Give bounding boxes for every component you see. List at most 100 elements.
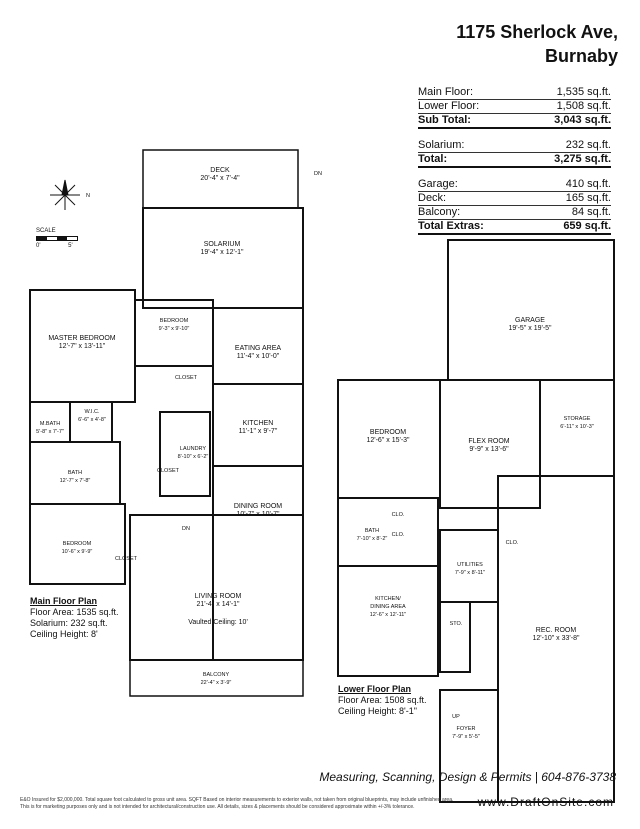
storage-small: STO. (450, 621, 463, 627)
deck-dim: 20'-4" x 7'-4" (200, 175, 240, 182)
laundry-name: LAUNDRY (180, 446, 207, 452)
area-label: Sub Total: (418, 114, 471, 126)
lower-kitchen-dim: 12'-6" x 12'-11" (370, 612, 407, 618)
living-room-note: Vaulted Ceiling: 10' (188, 619, 248, 626)
area-value: 1,508 sq.ft. (556, 100, 611, 112)
kitchen-name: KITCHEN (243, 420, 274, 427)
eating-area-dim: 11'-4" x 10'-0" (237, 353, 280, 360)
garage-dim: 19'-5" x 19'-5" (508, 325, 552, 332)
walk-in-closet-name: W.I.C. (85, 409, 100, 415)
bedroom-1-dim: 9'-3" x 9'-10" (159, 326, 190, 332)
area-value: 659 sq.ft. (563, 220, 611, 232)
bedroom-1-name: BEDROOM (160, 318, 189, 324)
area-value: 3,275 sq.ft. (554, 153, 611, 165)
stairs-down-2: DN (182, 526, 190, 532)
laundry-dim: 8'-10" x 6'-2" (178, 454, 209, 460)
area-row: Garage: 410 sq.ft. (418, 178, 611, 192)
eating-area-name: EATING AREA (235, 345, 281, 352)
balcony-dim: 22'-4" x 3'-9" (201, 680, 232, 686)
lower-bath-dim: 7'-10" x 8'-2" (357, 536, 388, 542)
north-label: N (86, 193, 90, 199)
address-line-1: 1175 Sherlock Ave, (456, 22, 618, 42)
solarium-name: SOLARIUM (204, 241, 241, 248)
area-label: Balcony: (418, 206, 461, 218)
closet-3: CLOSET (115, 556, 138, 562)
lower-bath-name: BATH (365, 528, 379, 534)
area-row: Main Floor: 1,535 sq.ft. (418, 86, 611, 100)
scale-start: 0' (36, 243, 41, 249)
lower-floor-title: Lower Floor Plan (338, 684, 412, 694)
rec-room-dim: 12'-10" x 33'-8" (533, 635, 580, 642)
lower-kitchen-name2: DINING AREA (370, 604, 406, 610)
scale-bar (36, 236, 78, 241)
stairs-down-1: DN (314, 171, 322, 177)
lower-bedroom-dim: 12'-6" x 15'-3" (366, 437, 410, 444)
footer-disclaimer: E&O Insured for $2,000,000. Total square… (20, 797, 490, 811)
deck-name: DECK (210, 167, 230, 174)
clo-1: CLO. (392, 512, 405, 518)
main-floor-ceiling: Ceiling Height: 8' (30, 629, 98, 639)
area-label: Total Extras: (418, 220, 484, 232)
bath-name: BATH (68, 470, 82, 476)
foyer-dim: 7'-9" x 5'-5" (452, 734, 480, 740)
area-summary-table: Main Floor: 1,535 sq.ft. Lower Floor: 1,508… (418, 86, 611, 235)
area-label: Main Floor: (418, 86, 474, 98)
stairs-up: UP (452, 714, 460, 720)
area-row: Sub Total: 3,043 sq.ft. (418, 114, 611, 129)
lower-floor-info: Lower Floor Plan Floor Area: 1508 sq.ft.… (338, 684, 427, 717)
area-row: Balcony: 84 sq.ft. (418, 206, 611, 220)
scale-end: 5' (68, 243, 73, 249)
area-row: Total: 3,275 sq.ft. (418, 153, 611, 168)
main-floor-title: Main Floor Plan (30, 596, 98, 606)
area-row: Lower Floor: 1,508 sq.ft. (418, 100, 611, 114)
living-room-name: LIVING ROOM (195, 593, 242, 600)
kitchen-dim: 11'-1" x 9'-7" (239, 428, 278, 435)
foyer-name: FOYER (457, 726, 476, 732)
company-logo[interactable]: www.DraftOnSite.com (477, 795, 614, 809)
area-value: 84 sq.ft. (571, 206, 611, 218)
bath-dim: 12'-7" x 7'-8" (60, 478, 91, 484)
area-row: Solarium: 232 sq.ft. (418, 139, 611, 153)
lower-kitchen-name: KITCHEN/ (375, 596, 401, 602)
master-bedroom-name: MASTER BEDROOM (48, 335, 115, 342)
master-bath-name: M.BATH (40, 421, 60, 427)
area-label: Solarium: (418, 139, 465, 151)
storage-name: STORAGE (564, 416, 591, 422)
disclaimer-line-2: This is for marketing purposes only and … (20, 804, 415, 810)
compass-icon (50, 179, 80, 210)
area-value: 3,043 sq.ft. (554, 114, 611, 126)
area-value: 1,535 sq.ft. (556, 86, 611, 98)
living-room-dim: 21'-4" x 14'-1" (196, 601, 240, 608)
bedroom-2-dim: 10'-6" x 9'-9" (62, 549, 93, 555)
flex-room-name: FLEX ROOM (468, 438, 509, 445)
main-floor-area: Floor Area: 1535 sq.ft. (30, 607, 119, 617)
garage-name: GARAGE (515, 317, 545, 324)
lower-bedroom-name: BEDROOM (370, 429, 406, 436)
lower-floor-ceiling: Ceiling Height: 8'-1" (338, 706, 417, 716)
bedroom-2-name: BEDROOM (63, 541, 92, 547)
master-bath-dim: 5'-8" x 7'-7" (36, 429, 64, 435)
lower-floor-area: Floor Area: 1508 sq.ft. (338, 695, 427, 705)
address-line-2: Burnaby (544, 46, 618, 66)
area-label: Garage: (418, 178, 458, 190)
area-row: Deck:165 sq.ft. (418, 192, 611, 206)
area-value: 410 sq.ft. (565, 178, 611, 190)
clo-3: CLO. (506, 540, 519, 546)
clo-2: CLO. (392, 532, 405, 538)
utilities-name: UTILITIES (457, 562, 483, 568)
address-title: 1175 Sherlock Ave, Burnaby (456, 20, 618, 68)
area-label: Lower Floor: (418, 100, 480, 112)
area-label: Deck: (418, 192, 447, 204)
footer-tagline: Measuring, Scanning, Design & Permits | … (319, 770, 616, 784)
flex-room-dim: 9'-9" x 13'-6" (469, 446, 509, 453)
dining-room-name: DINING ROOM (234, 503, 282, 510)
storage-dim: 6'-11" x 10'-3" (560, 424, 593, 430)
closet-1: CLOSET (175, 375, 198, 381)
master-bedroom-dim: 12'-7" x 13'-11" (59, 343, 106, 350)
area-label: Total: (418, 153, 448, 165)
area-row: Total Extras: 659 sq.ft. (418, 220, 611, 235)
rec-room-name: REC. ROOM (536, 627, 577, 634)
area-value: 232 sq.ft. (565, 139, 611, 151)
